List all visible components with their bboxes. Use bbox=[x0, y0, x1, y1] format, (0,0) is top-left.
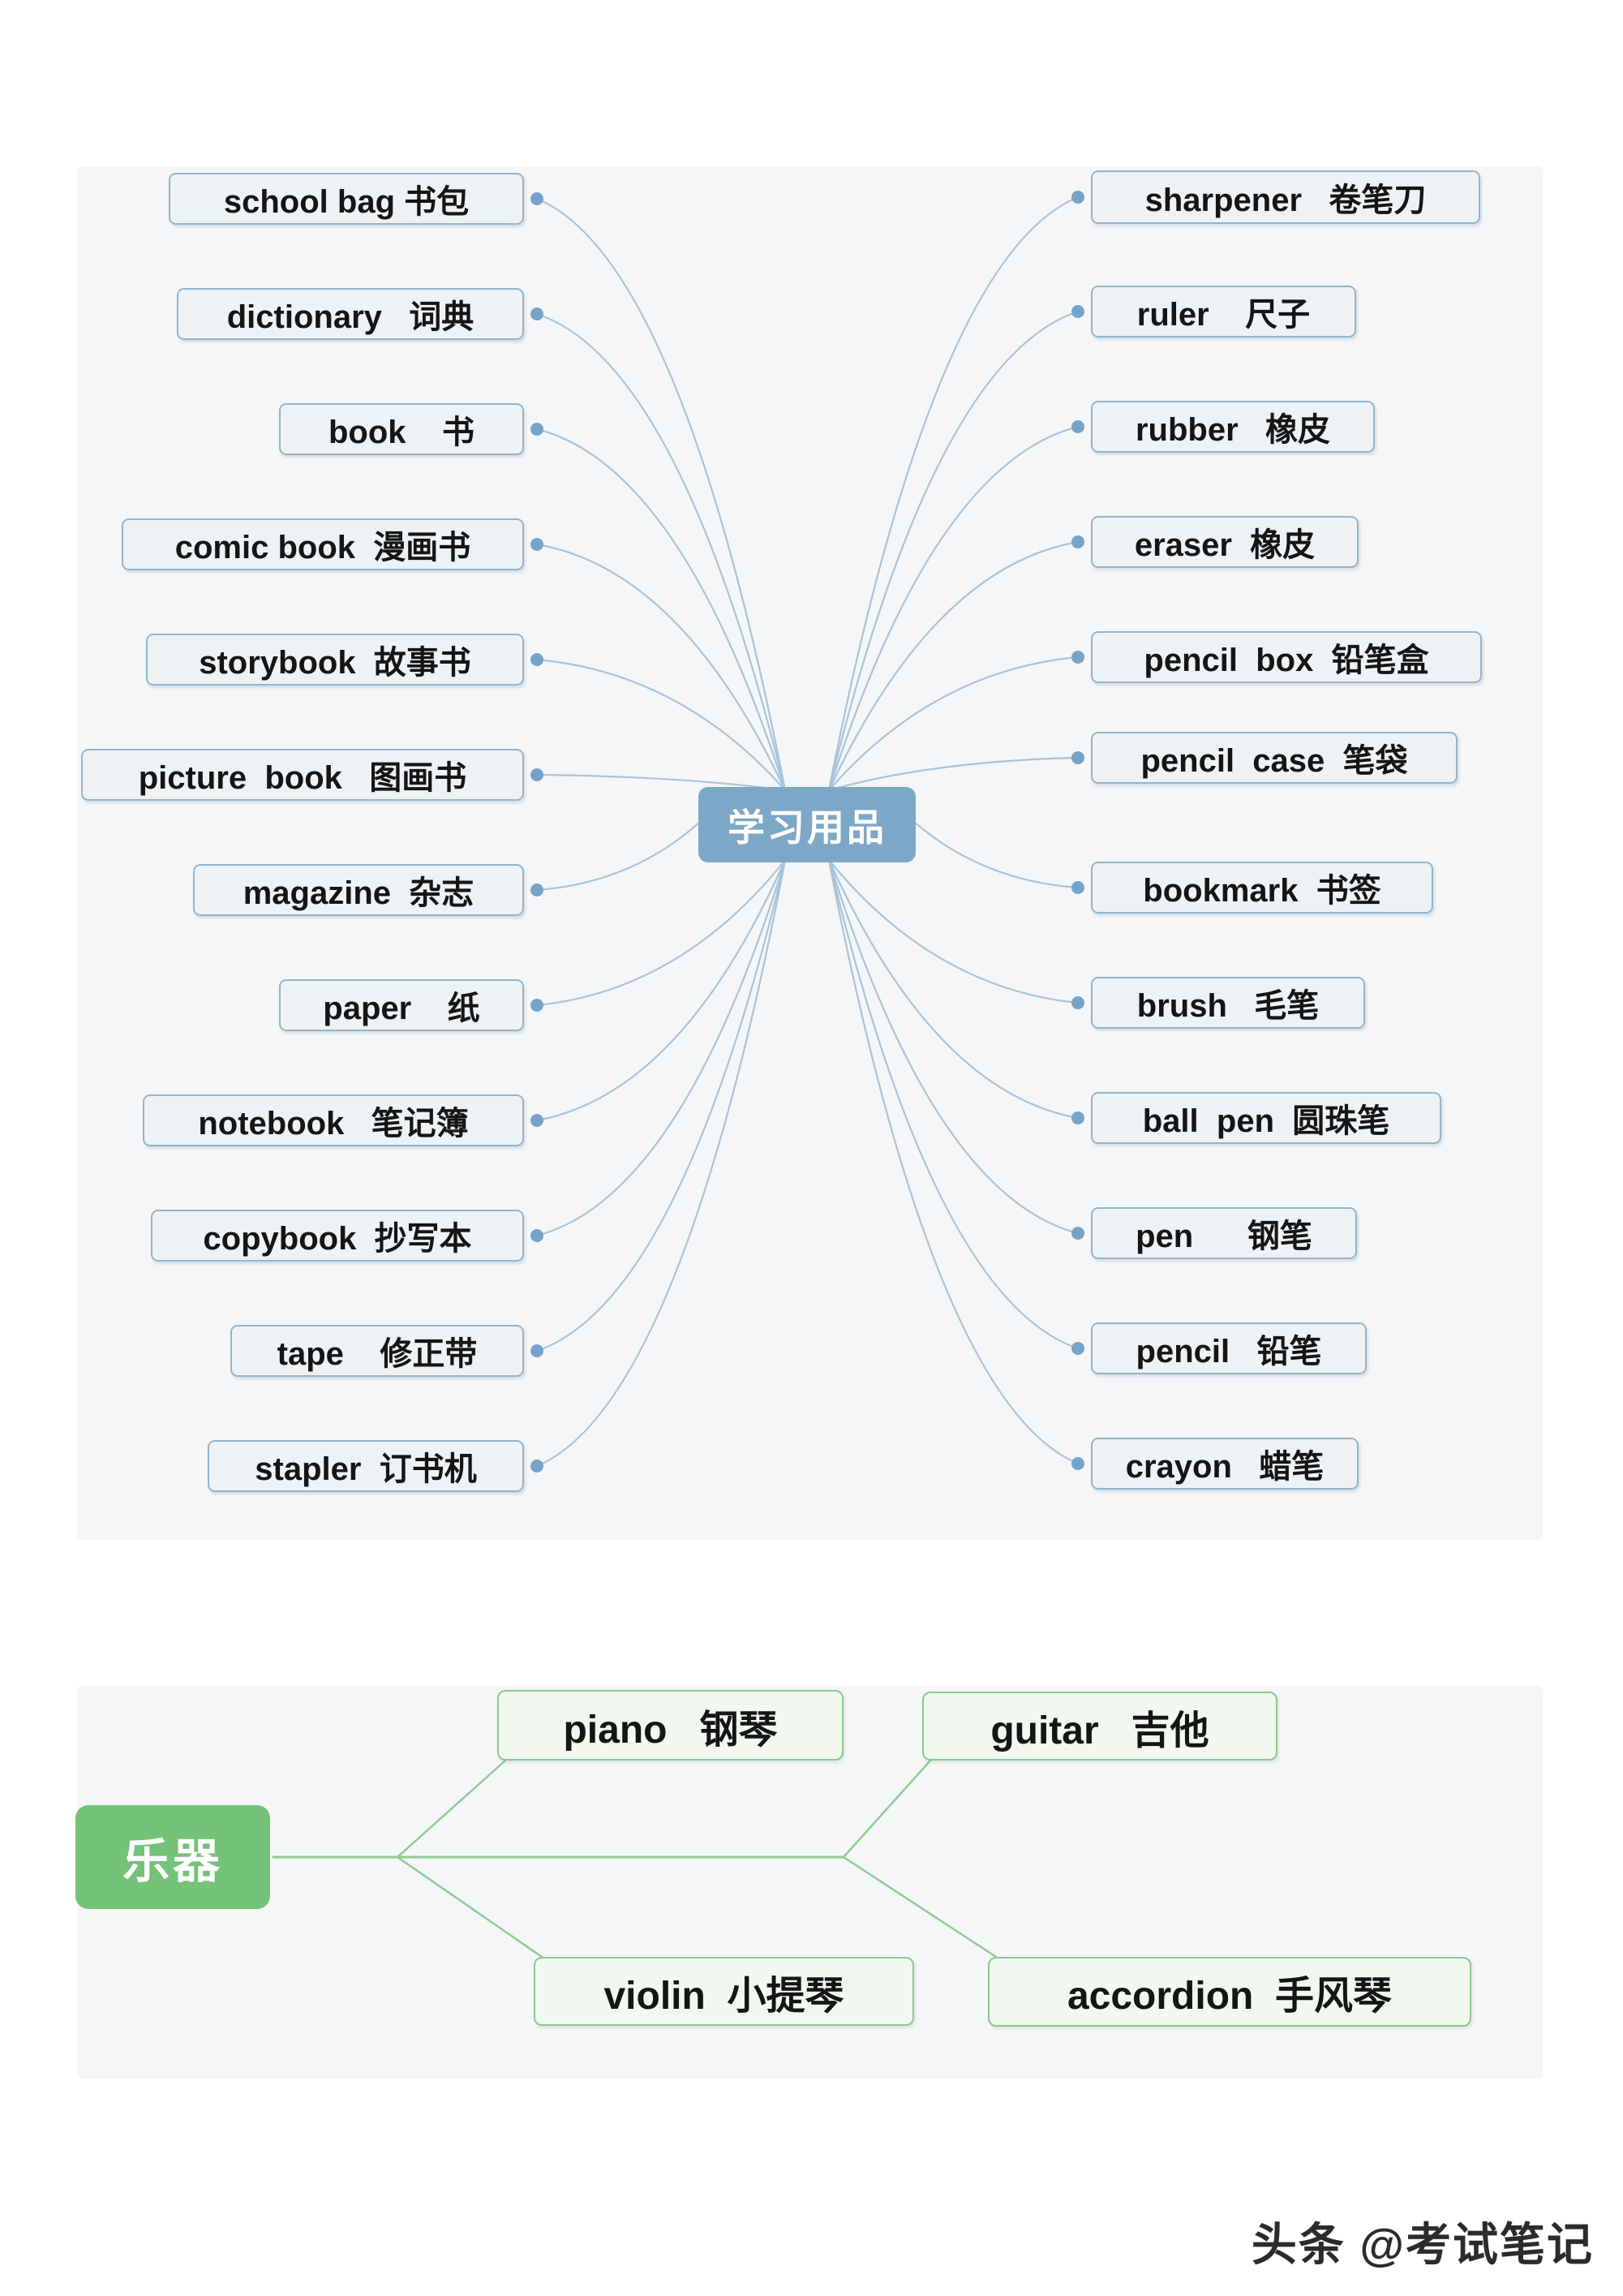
branch-line bbox=[535, 858, 787, 1007]
branch-endpoint-dot bbox=[1071, 651, 1084, 664]
branch-endpoint-dot bbox=[1071, 191, 1084, 204]
branch-endpoint-dot bbox=[1071, 1111, 1084, 1124]
branch-endpoint-dot bbox=[530, 307, 543, 320]
branch-endpoint-dot bbox=[530, 999, 543, 1012]
branch-line bbox=[535, 543, 787, 792]
branch-line bbox=[535, 312, 787, 792]
topic-box-piano[interactable]: piano 钢琴 bbox=[497, 1690, 844, 1761]
branch-endpoint-dot bbox=[530, 1114, 543, 1127]
topic-box-pen[interactable]: pen 钢笔 bbox=[1091, 1207, 1357, 1259]
topic-box-comic-book[interactable]: comic book 漫画书 bbox=[122, 518, 524, 570]
topic-box-violin[interactable]: violin 小提琴 bbox=[534, 1957, 914, 2026]
branch-line bbox=[535, 197, 787, 792]
branch-endpoint-dot bbox=[530, 884, 543, 896]
branch-endpoint-dot bbox=[530, 768, 543, 781]
branch-line bbox=[827, 540, 1080, 792]
topic-box-pencil-box[interactable]: pencil box 铅笔盒 bbox=[1091, 631, 1482, 683]
branch-line bbox=[827, 858, 1080, 1235]
branch-line bbox=[842, 1759, 932, 1859]
branch-line bbox=[535, 858, 787, 1352]
branch-endpoint-dot bbox=[530, 653, 543, 666]
branch-line bbox=[827, 756, 1080, 792]
branch-endpoint-dot bbox=[530, 538, 543, 551]
branch-endpoint-dot bbox=[1071, 1457, 1084, 1470]
topic-box-pencil[interactable]: pencil 铅笔 bbox=[1091, 1322, 1367, 1374]
topic-box-storybook[interactable]: storybook 故事书 bbox=[146, 634, 524, 686]
branch-endpoint-dot bbox=[530, 1344, 543, 1357]
branch-line bbox=[535, 773, 787, 792]
watermark-text: 头条 @考试笔记 bbox=[1251, 2219, 1594, 2270]
branch-line bbox=[827, 196, 1080, 792]
topic-box-dictionary[interactable]: dictionary 词典 bbox=[177, 288, 524, 340]
topic-box-paper[interactable]: paper 纸 bbox=[279, 979, 524, 1031]
branch-line bbox=[396, 1855, 543, 1958]
topic-box-ball-pen[interactable]: ball pen 圆珠笔 bbox=[1091, 1092, 1441, 1144]
topic-box-stapler[interactable]: stapler 订书机 bbox=[208, 1440, 524, 1492]
topic-box-brush[interactable]: brush 毛笔 bbox=[1091, 977, 1365, 1029]
topic-box-pencil-case[interactable]: pencil case 笔袋 bbox=[1091, 732, 1458, 784]
branch-line bbox=[842, 1855, 998, 1958]
branch-line bbox=[535, 858, 787, 1237]
branch-line bbox=[912, 820, 1080, 889]
topic-box-notebook[interactable]: notebook 笔记簿 bbox=[143, 1094, 524, 1146]
topic-box-magazine[interactable]: magazine 杂志 bbox=[193, 864, 524, 916]
branch-line bbox=[827, 858, 1080, 1120]
topic-box-school-bag[interactable]: school bag 书包 bbox=[169, 173, 524, 225]
branch-line bbox=[535, 428, 787, 792]
branch-endpoint-dot bbox=[1071, 420, 1084, 433]
topic-box-ruler[interactable]: ruler 尺子 bbox=[1091, 286, 1356, 338]
branch-endpoint-dot bbox=[530, 1460, 543, 1473]
branch-endpoint-dot bbox=[1071, 1227, 1084, 1240]
topic-box-copybook[interactable]: copybook 抄写本 bbox=[151, 1210, 524, 1262]
branch-endpoint-dot bbox=[1071, 996, 1084, 1009]
topic-box-accordion[interactable]: accordion 手风琴 bbox=[988, 1957, 1471, 2027]
central-topic-instruments[interactable]: 乐器 bbox=[75, 1805, 270, 1909]
branch-endpoint-dot bbox=[1071, 751, 1084, 764]
branch-endpoint-dot bbox=[1071, 881, 1084, 894]
branch-line bbox=[827, 858, 1080, 1350]
branch-endpoint-dot bbox=[530, 1229, 543, 1242]
topic-box-crayon[interactable]: crayon 蜡笔 bbox=[1091, 1438, 1359, 1490]
central-topic-study-supplies[interactable]: 学习用品 bbox=[698, 787, 916, 862]
topic-box-rubber[interactable]: rubber 橡皮 bbox=[1091, 401, 1375, 453]
branch-line bbox=[396, 1759, 507, 1859]
topic-box-guitar[interactable]: guitar 吉他 bbox=[922, 1692, 1277, 1761]
topic-box-tape[interactable]: tape 修正带 bbox=[230, 1325, 524, 1377]
branch-endpoint-dot bbox=[1071, 1342, 1084, 1355]
topic-box-bookmark[interactable]: bookmark 书签 bbox=[1091, 862, 1433, 914]
branch-endpoint-dot bbox=[530, 192, 543, 205]
branch-line bbox=[827, 858, 1080, 1004]
branch-line bbox=[827, 858, 1080, 1465]
branch-line bbox=[535, 858, 787, 1122]
branch-endpoint-dot bbox=[530, 423, 543, 436]
branch-line bbox=[827, 425, 1080, 792]
branch-line bbox=[535, 658, 787, 792]
branch-line bbox=[535, 858, 787, 1468]
topic-box-sharpener[interactable]: sharpener 卷笔刀 bbox=[1091, 170, 1480, 224]
topic-box-book[interactable]: book 书 bbox=[279, 403, 524, 455]
branch-endpoint-dot bbox=[1071, 305, 1084, 318]
branch-line bbox=[827, 656, 1080, 792]
topic-box-eraser[interactable]: eraser 橡皮 bbox=[1091, 516, 1359, 568]
branch-line bbox=[535, 820, 702, 892]
branch-line bbox=[827, 310, 1080, 792]
topic-box-picture-book[interactable]: picture book 图画书 bbox=[81, 749, 524, 801]
branch-endpoint-dot bbox=[1071, 535, 1084, 548]
